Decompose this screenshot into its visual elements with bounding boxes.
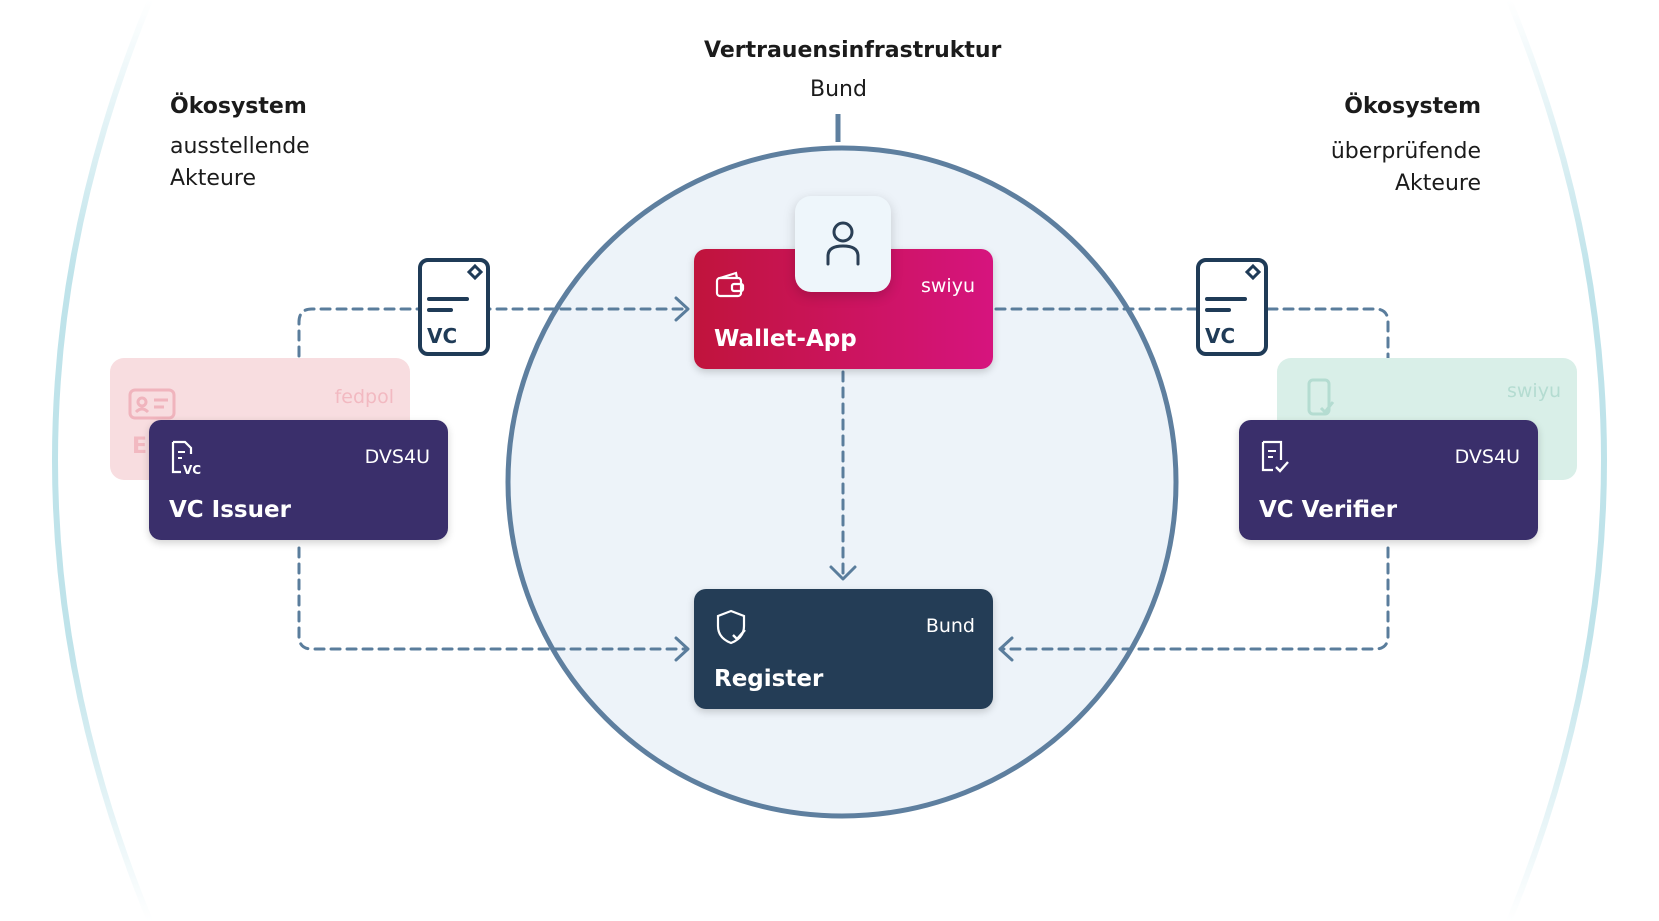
outer-arc-left (52, 0, 153, 921)
arrow-verifier-to-register (998, 546, 1390, 651)
left-description: ausstellende Akteure (170, 131, 310, 195)
credential-label-left: VC (427, 324, 457, 348)
vc-verifier-title: VC Verifier (1259, 497, 1398, 523)
wallet-app-title: Wallet-App (714, 326, 857, 352)
register-badge: Bund (925, 615, 975, 637)
phone-check-icon (1301, 378, 1337, 416)
document-vc-icon: VC (169, 440, 201, 477)
arrowhead-register-top (829, 565, 857, 581)
id-card-icon (128, 386, 176, 422)
shield-check-icon (714, 609, 746, 645)
ghost-fedpol-badge: fedpol (334, 386, 394, 408)
vc-issuer-card[interactable]: VC DVS4U VC Issuer (149, 420, 448, 540)
credential-document-right: VC (1195, 257, 1269, 357)
vc-issuer-title: VC Issuer (169, 497, 291, 523)
document-check-icon (1259, 440, 1291, 474)
ghost-fedpol-letter: E (132, 434, 148, 459)
top-heading: Vertrauensinfrastruktur (704, 38, 1002, 63)
wallet-app-badge: swiyu (920, 275, 975, 297)
credential-label-right: VC (1205, 324, 1235, 348)
arrowhead-wallet (674, 296, 690, 322)
register-title: Register (714, 666, 824, 692)
left-description-line-1: ausstellende (170, 134, 310, 159)
right-heading: Ökosystem (1344, 94, 1481, 119)
top-subheading: Bund (810, 77, 867, 102)
left-heading: Ökosystem (170, 94, 307, 119)
vc-verifier-badge: DVS4U (1454, 446, 1520, 468)
arrowhead-register-right (998, 636, 1014, 662)
wallet-icon (714, 269, 746, 303)
arrow-issuer-to-register (297, 546, 687, 651)
right-description-line-1: überprüfende (1330, 139, 1481, 164)
user-avatar-tile (795, 196, 891, 292)
register-card[interactable]: Bund Register (694, 589, 993, 709)
outer-arc-right (1506, 0, 1607, 921)
user-icon (826, 221, 860, 266)
vc-verifier-card[interactable]: DVS4U VC Verifier (1239, 420, 1538, 540)
ghost-swiyu-badge: swiyu (1506, 380, 1561, 402)
vc-issuer-badge: DVS4U (364, 446, 430, 468)
credential-document-left: VC (417, 257, 491, 357)
arrow-wallet-to-verifier (994, 307, 1390, 407)
left-description-line-2: Akteure (170, 166, 256, 191)
arrowhead-register-left (674, 636, 690, 662)
right-description-line-2: Akteure (1395, 171, 1481, 196)
arrow-issuer-to-wallet (297, 307, 687, 422)
svg-text:VC: VC (183, 463, 201, 476)
right-description: überprüfende Akteure (1331, 136, 1481, 200)
